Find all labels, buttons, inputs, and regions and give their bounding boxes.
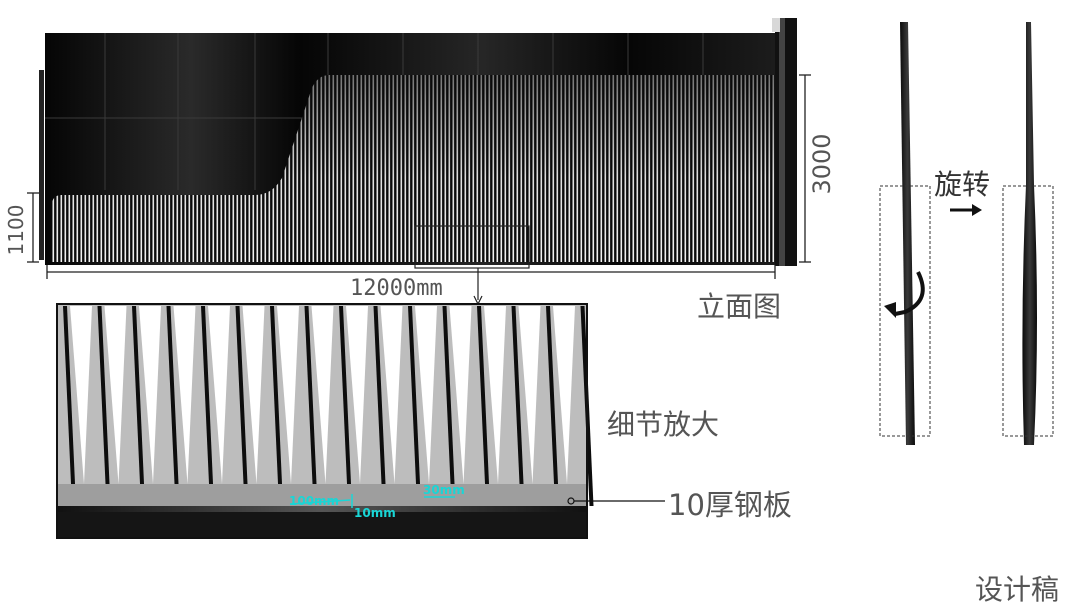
rotation-box-right (1002, 185, 1054, 437)
blade-side (1022, 22, 1037, 445)
fin-gap (104, 306, 127, 484)
fin (546, 306, 559, 506)
fin (166, 306, 180, 506)
blade-front (900, 22, 915, 445)
footer-label: 设计稿 (975, 573, 1060, 606)
fin-gap (277, 306, 299, 484)
fin-gap (518, 306, 541, 484)
dimension-c-label: 30mm (423, 483, 465, 497)
dimension-a-label: 100mm (289, 494, 340, 508)
fin-gap (242, 306, 265, 484)
fin (339, 306, 352, 506)
rotation-label: 旋转 (934, 168, 991, 201)
fin-gap (484, 306, 506, 484)
fin (511, 306, 525, 506)
steel-plate-label: 10厚钢板 (668, 488, 792, 522)
detail-view (56, 303, 665, 539)
detail-caption: 细节放大 (607, 408, 720, 441)
fin-gap (208, 306, 230, 484)
fin (373, 306, 387, 506)
dimension-height-right-line (799, 74, 811, 263)
end-cap (775, 18, 797, 266)
detail-highlight-box (414, 225, 530, 269)
cyan-dimension-marks (289, 494, 455, 508)
fin-gap (380, 306, 403, 484)
fin-gap (70, 306, 92, 484)
fin (442, 306, 456, 506)
dimension-height-right-label: 3000 (808, 133, 836, 195)
rotate-arrow-icon (894, 271, 925, 316)
fin (235, 306, 249, 506)
fin (97, 306, 111, 506)
dimension-length-label: 12000mm (350, 276, 443, 301)
rotation-view (879, 22, 1054, 445)
fin-gap (553, 306, 575, 484)
fin-gap (415, 306, 437, 484)
fin (132, 306, 145, 506)
dimension-length-line (46, 265, 776, 279)
steel-plate (57, 506, 587, 512)
fin (63, 306, 76, 506)
fin-gap (346, 306, 368, 484)
fin (477, 306, 490, 506)
fin-gap (449, 306, 472, 484)
elevation-caption: 立面图 (697, 290, 782, 323)
fin-gap (139, 306, 161, 484)
fin (270, 306, 283, 506)
fin (408, 306, 421, 506)
dimension-height-left-label: 1100 (4, 204, 28, 256)
dimension-b-label: 10mm (354, 506, 396, 520)
arrow-right-icon (972, 204, 982, 216)
fin-gap (587, 306, 610, 484)
fin (201, 306, 214, 506)
rotation-box-left (879, 185, 931, 437)
dimension-height-left-line (27, 192, 39, 263)
fin-gap (173, 306, 196, 484)
fin (304, 306, 318, 506)
fin-gap (311, 306, 334, 484)
detail-fins (63, 306, 610, 506)
